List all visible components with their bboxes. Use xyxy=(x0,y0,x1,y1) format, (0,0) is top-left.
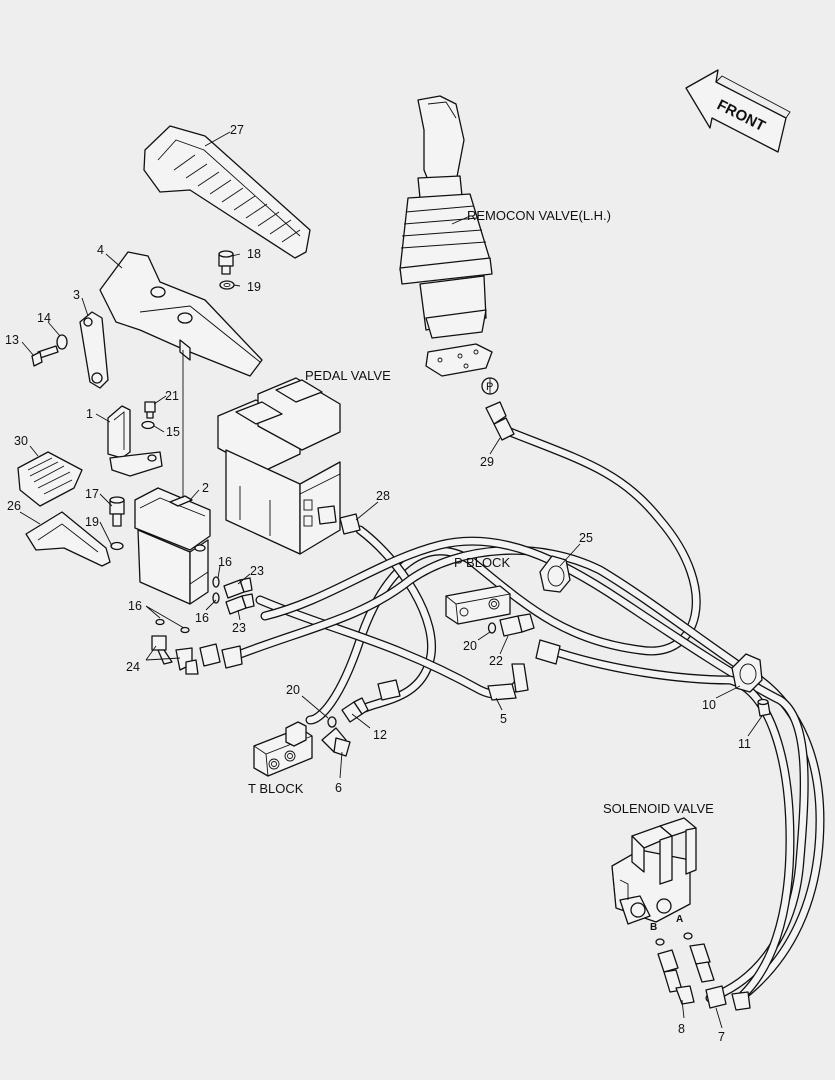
callout-14: 14 xyxy=(37,311,51,325)
callout-12: 12 xyxy=(373,728,387,742)
pad-30 xyxy=(17,451,83,507)
callout-6: 6 xyxy=(335,781,342,795)
callout-18: 18 xyxy=(247,247,261,261)
fitting-hose-end-a xyxy=(377,639,561,701)
plug-11 xyxy=(757,698,771,717)
callout-27: 27 xyxy=(230,123,244,137)
pedal-bracket xyxy=(99,251,263,377)
callout-30: 30 xyxy=(14,434,28,448)
callout-3: 3 xyxy=(73,288,80,302)
callout-19: 19 xyxy=(247,280,261,294)
t-block xyxy=(253,721,313,777)
callout-10: 10 xyxy=(702,698,716,712)
solenoid-valve: B A xyxy=(611,817,697,933)
bolt-17 xyxy=(109,496,125,527)
bracket-1 xyxy=(107,405,163,477)
t-block-label: T BLOCK xyxy=(248,781,304,796)
remocon-valve xyxy=(399,95,493,377)
callout-16a: 16 xyxy=(218,555,232,569)
o-ring-sol-a xyxy=(683,932,693,940)
plate-26 xyxy=(25,511,111,567)
o-ring-16 xyxy=(212,576,220,588)
callout-23b: 23 xyxy=(232,621,246,635)
o-ring-sol-b xyxy=(655,938,665,946)
fitting-8 xyxy=(657,949,695,1005)
pedal-valve xyxy=(217,377,341,555)
p-block-label: P BLOCK xyxy=(454,555,510,570)
fitting-7 xyxy=(689,943,751,1011)
callout-17: 17 xyxy=(85,487,99,501)
callout-5: 5 xyxy=(500,712,507,726)
solenoid-valve-label: SOLENOID VALVE xyxy=(603,801,714,816)
callout-16c: 16 xyxy=(195,611,209,625)
o-ring-20a xyxy=(487,622,497,634)
fitting-12 xyxy=(341,697,369,723)
callout-20a: 20 xyxy=(463,639,477,653)
fitting-28 xyxy=(317,505,361,535)
remocon-valve-label: REMOCON VALVE(L.H.) xyxy=(467,208,611,223)
o-ring-20b xyxy=(327,716,337,728)
port-b-label: B xyxy=(650,922,657,933)
callout-1: 1 xyxy=(86,407,93,421)
washer-19 xyxy=(219,280,235,290)
callout-7: 7 xyxy=(718,1030,725,1044)
pedal-pad xyxy=(143,125,311,259)
callout-20b: 20 xyxy=(286,683,300,697)
link-3 xyxy=(79,311,109,389)
hose-assembly xyxy=(225,425,825,1003)
callout-15: 15 xyxy=(166,425,180,439)
callout-29: 29 xyxy=(480,455,494,469)
pedal-valve-label: PEDAL VALVE xyxy=(305,368,391,383)
washer-14 xyxy=(56,334,68,350)
callout-13: 13 xyxy=(5,333,19,347)
callout-22: 22 xyxy=(489,654,503,668)
fitting-22 xyxy=(499,613,535,637)
clamp-25 xyxy=(539,555,571,593)
fitting-29 xyxy=(485,401,515,441)
callout-8: 8 xyxy=(678,1022,685,1036)
port-a-label: A xyxy=(676,914,683,925)
elbow-6 xyxy=(321,727,351,757)
p-block xyxy=(445,585,511,625)
callout-24: 24 xyxy=(126,660,140,674)
callout-4: 4 xyxy=(97,243,104,257)
leader-lines xyxy=(19,131,763,1029)
fitting-hose-end-b xyxy=(199,643,243,669)
fitting-23 xyxy=(223,577,255,615)
callout-11: 11 xyxy=(738,737,751,751)
washer-19b xyxy=(110,541,124,551)
callout-23a: 23 xyxy=(250,564,264,578)
bolt-18 xyxy=(218,250,234,275)
callout-19b: 19 xyxy=(85,515,99,529)
elbow-24 xyxy=(151,635,199,675)
bolt-21 xyxy=(144,401,156,419)
elbow-5 xyxy=(487,663,529,701)
callout-16b: 16 xyxy=(128,599,142,613)
front-arrow: FRONT xyxy=(685,69,791,153)
callout-21: 21 xyxy=(165,389,179,403)
callout-28: 28 xyxy=(376,489,390,503)
callout-2: 2 xyxy=(202,481,209,495)
bolt-13 xyxy=(31,345,59,367)
pedal-valve-2 xyxy=(134,487,211,605)
callout-25: 25 xyxy=(579,531,593,545)
callout-26: 26 xyxy=(7,499,21,513)
washer-15 xyxy=(141,420,155,430)
